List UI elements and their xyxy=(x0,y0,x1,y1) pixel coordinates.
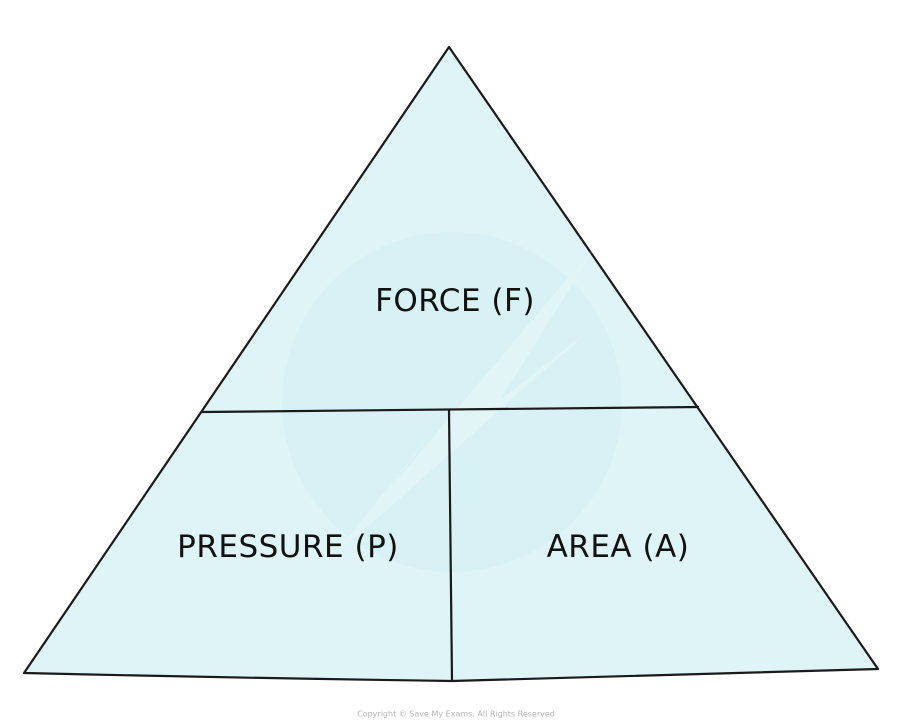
pressure-label: PRESSURE (P) xyxy=(177,529,399,565)
area-label: AREA (A) xyxy=(546,529,690,565)
vertical-divider xyxy=(447,409,454,682)
force-label: FORCE (F) xyxy=(375,283,535,319)
watermark-logo-icon xyxy=(282,232,622,572)
horizontal-divider xyxy=(201,405,700,414)
copyright-notice: Copyright © Save My Exams. All Rights Re… xyxy=(357,709,555,719)
